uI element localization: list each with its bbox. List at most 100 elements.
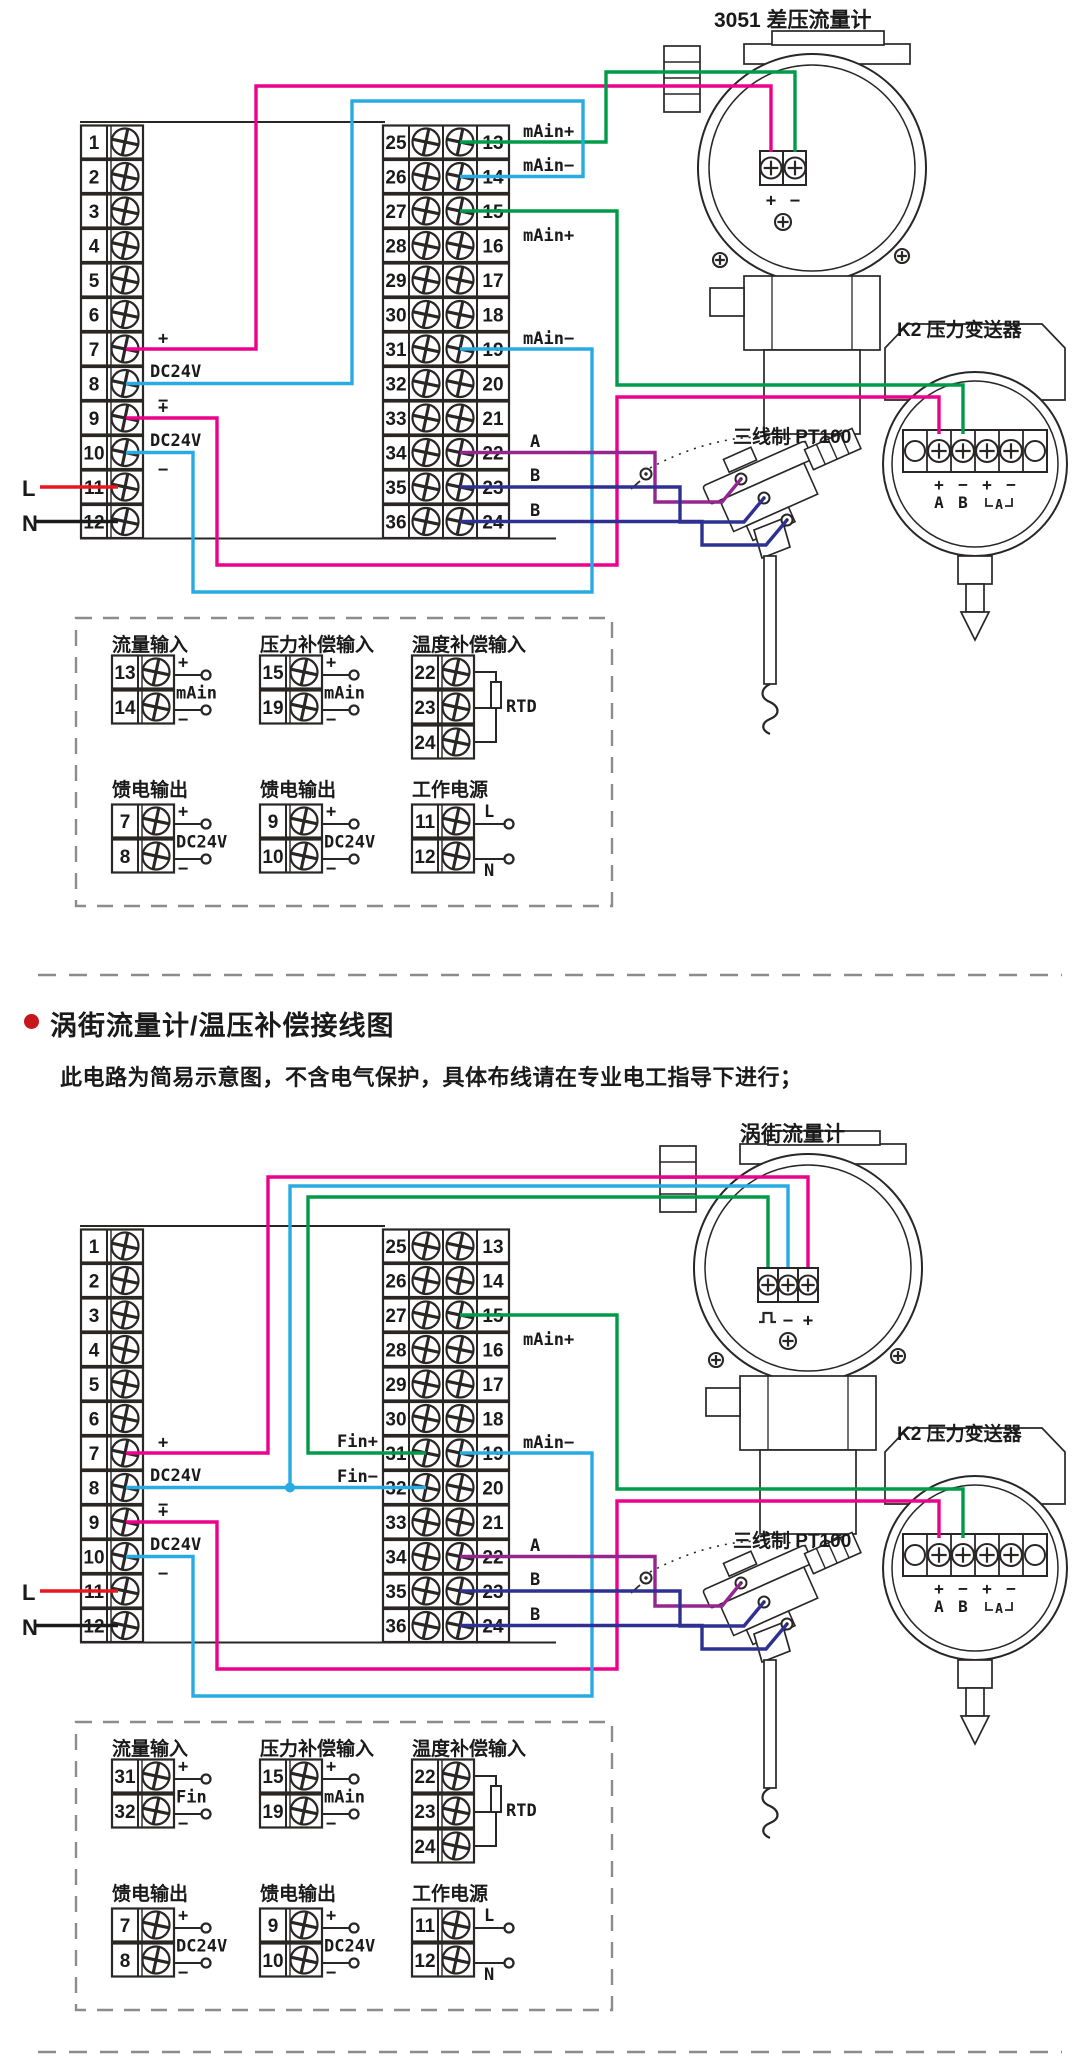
diagram-label: mAin <box>324 684 365 704</box>
pt100-probe-top <box>630 427 862 736</box>
diagram-label: L <box>22 1580 35 1605</box>
terminal-number: 31 <box>114 1767 136 1788</box>
diagram-label: − <box>158 460 168 480</box>
terminal-number: 36 <box>385 513 406 534</box>
wire-pink <box>126 1499 941 1671</box>
terminal-number: 35 <box>385 1582 407 1603</box>
terminal-number: 7 <box>89 340 100 361</box>
diagram-label: mAin <box>324 1788 365 1808</box>
terminal-number: 21 <box>482 409 504 430</box>
terminal-number: 11 <box>415 1916 436 1937</box>
diagram-label: + <box>158 329 168 349</box>
terminal-number: 16 <box>482 1341 503 1362</box>
diagram-label: DC24V <box>176 1937 227 1957</box>
legend-section-title: 馈电输出 <box>112 1882 188 1905</box>
diagram-label: − <box>958 1579 968 1598</box>
diagram-label: A <box>934 1597 944 1616</box>
terminal-number: 10 <box>83 1548 104 1569</box>
diagram-label: N <box>484 861 494 881</box>
meter-3051 <box>663 30 927 435</box>
terminal-number: 36 <box>385 1617 406 1638</box>
terminal-number: 3 <box>89 1306 100 1327</box>
diagram-label: A <box>530 432 540 452</box>
diagram-label: B <box>530 501 540 521</box>
diagram-label: 三线制 PT100 <box>733 1529 851 1552</box>
terminal-number: 31 <box>385 340 407 361</box>
terminal-number: 1 <box>89 133 100 154</box>
wire-purple <box>460 1554 743 1608</box>
diagram-label: 三线制 PT100 <box>733 425 851 448</box>
terminal-number: 4 <box>89 1341 100 1362</box>
terminal-number: 14 <box>482 1272 504 1293</box>
legend-section-title: 流量输入 <box>112 633 188 656</box>
diagram-label: − <box>158 1495 168 1515</box>
diagram-label: DC24V <box>324 833 375 853</box>
diagram-label: + <box>803 1311 813 1331</box>
terminal-number: 9 <box>268 812 279 833</box>
diagram-label: + <box>982 475 992 494</box>
terminal-number: 29 <box>385 1375 406 1396</box>
diagram-label: DC24V <box>150 1535 201 1555</box>
diagram-label: + <box>766 191 776 211</box>
legend-section-title: 温度补偿输入 <box>412 1737 526 1760</box>
terminal-number: 32 <box>385 375 406 396</box>
terminal-number: 4 <box>89 237 100 258</box>
terminal-number: 6 <box>89 1410 100 1431</box>
terminal-number: 2 <box>89 168 100 189</box>
pt100-probe-bottom <box>630 1531 862 1840</box>
diagram-label: + <box>178 1906 188 1926</box>
terminal-number: 34 <box>385 1548 407 1569</box>
terminal-number: 9 <box>89 409 100 430</box>
terminal-number: 33 <box>385 1513 406 1534</box>
terminal-number: 28 <box>385 237 406 258</box>
diagram-label: + <box>326 1757 336 1777</box>
wire-cyan <box>126 99 585 386</box>
diagram-label: N <box>484 1965 494 1985</box>
diagram-label: K2 压力变送器 <box>897 318 1023 341</box>
diagram-label: 3051 差压流量计 <box>714 8 872 32</box>
terminal-number: 20 <box>482 1479 503 1500</box>
terminal-number: 23 <box>414 1802 435 1823</box>
diagram-label: DC24V <box>150 362 201 382</box>
terminal-number: 7 <box>120 812 131 833</box>
legend-box-top: 流量输入1314+−mAin压力补偿输入1519+−mAin温度补偿输入2223… <box>74 616 614 908</box>
diagram-label: − <box>178 1963 188 1983</box>
diagram-label: mAin− <box>523 156 574 176</box>
diagram-label: − <box>790 191 800 211</box>
diagram-label: − <box>178 710 188 730</box>
diagram-label: + <box>934 475 944 494</box>
diagram-label: Fin− <box>337 1467 378 1487</box>
diagram-label: mAin− <box>523 1433 574 1453</box>
diagram-label: A <box>934 493 944 512</box>
terminal-number: 11 <box>415 812 436 833</box>
terminal-number: 7 <box>120 1916 131 1937</box>
diagram-label: N <box>22 1615 38 1640</box>
diagram-label: − <box>326 1814 336 1834</box>
diagram-label: L <box>484 1906 494 1926</box>
wire-cyan <box>288 1184 790 1488</box>
wires-bottom <box>34 1175 965 1698</box>
diagram-label: − <box>326 710 336 730</box>
terminal-number: 18 <box>482 1410 503 1431</box>
terminal-number: 3 <box>89 202 100 223</box>
terminal-number: 19 <box>262 698 283 719</box>
diagram-label: N <box>22 511 38 536</box>
diagram-label: 涡街流量计 <box>740 1122 845 1146</box>
terminal-number: 27 <box>385 1306 406 1327</box>
terminal-number: 18 <box>482 306 503 327</box>
diagram-label: + <box>326 653 336 673</box>
diagram-label: Fin <box>176 1788 207 1808</box>
diagram-label: − <box>158 1564 168 1584</box>
diagram-label: L <box>484 802 494 822</box>
legend-box-bottom: 流量输入3132+−Fin压力补偿输入1519+−mAin温度补偿输入22232… <box>74 1720 614 2012</box>
terminal-number: 7 <box>89 1444 100 1465</box>
diagram-label: + <box>934 1579 944 1598</box>
terminal-number: 26 <box>385 1272 406 1293</box>
wires-top <box>34 70 965 594</box>
wire-green <box>306 1195 770 1455</box>
terminal-number: 17 <box>482 1375 503 1396</box>
